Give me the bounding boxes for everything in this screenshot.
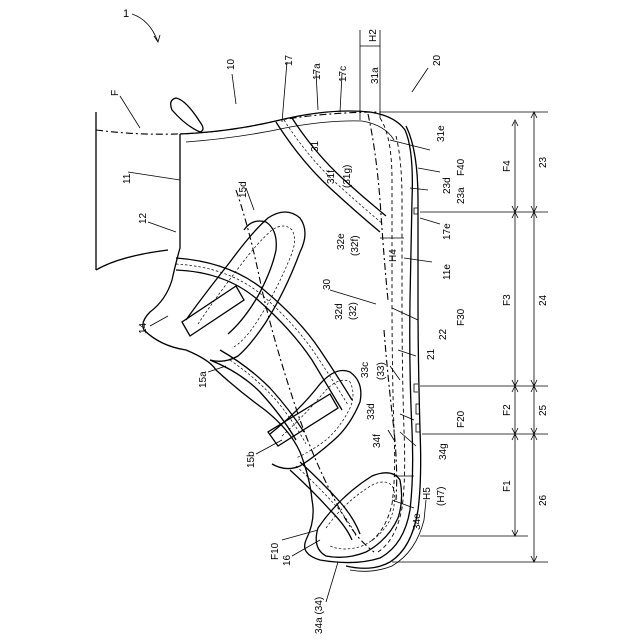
label-33d: 33d bbox=[366, 403, 377, 420]
arrow-30 bbox=[330, 290, 376, 304]
label-12: 12 bbox=[138, 212, 149, 224]
label-31a: 31a bbox=[370, 67, 381, 84]
label-31: 31 bbox=[310, 140, 321, 152]
label-30: 30 bbox=[322, 278, 333, 290]
sole-bottom bbox=[350, 500, 426, 571]
label-33c: 33c bbox=[360, 362, 371, 378]
label-F1: F1 bbox=[502, 480, 513, 492]
label-32d: 32d bbox=[334, 303, 345, 320]
label-34g: 34g bbox=[438, 443, 449, 460]
sole-midline bbox=[378, 136, 405, 552]
upper-strap-15d-inner bbox=[198, 226, 295, 348]
tread-notch-2 bbox=[414, 384, 418, 392]
figure-number-leader bbox=[132, 14, 160, 42]
label-14: 14 bbox=[138, 322, 149, 334]
label-F10: F10 bbox=[270, 542, 281, 560]
label-group: F 11 12 14 15a 15b 15d 10 17 17a 17c 31a… bbox=[110, 29, 549, 634]
dim-arrows bbox=[512, 112, 537, 562]
label-17c: 17c bbox=[338, 66, 349, 82]
label-H2: H2 bbox=[368, 29, 379, 42]
label-34e: 34e bbox=[412, 513, 423, 530]
label-H7: (H7) bbox=[436, 487, 447, 506]
label-F40: F40 bbox=[456, 158, 467, 176]
label-F2: F2 bbox=[502, 404, 513, 416]
heel-outline bbox=[143, 134, 313, 540]
leg-dashed-outline bbox=[96, 112, 380, 134]
label-F4: F4 bbox=[502, 160, 513, 172]
instep-strap-line-4 bbox=[220, 350, 304, 432]
figure-number: 1 bbox=[123, 8, 129, 20]
label-32f: (32f) bbox=[350, 235, 361, 256]
label-F20: F20 bbox=[456, 410, 467, 428]
instep-strap-line-6 bbox=[300, 462, 360, 534]
label-11: 11 bbox=[122, 173, 133, 184]
label-H5: H5 bbox=[422, 487, 433, 500]
label-15b: 15b bbox=[246, 451, 257, 468]
label-22: 22 bbox=[438, 328, 449, 340]
label-31g: (31g) bbox=[342, 165, 353, 188]
label-20: 20 bbox=[432, 54, 443, 66]
instep-stitch-2 bbox=[296, 466, 356, 536]
label-F30: F30 bbox=[456, 308, 467, 326]
label-23a: 23a bbox=[456, 187, 467, 204]
label-23: 23 bbox=[538, 156, 549, 168]
label-F3: F3 bbox=[502, 294, 513, 306]
label-24: 24 bbox=[538, 294, 549, 306]
label-25: 25 bbox=[538, 404, 549, 416]
label-16: 16 bbox=[282, 554, 293, 566]
arrow-20 bbox=[412, 68, 428, 92]
label-15a: 15a bbox=[198, 371, 209, 388]
label-15d: 15d bbox=[238, 181, 249, 198]
lower-strap-15b bbox=[270, 371, 361, 469]
lower-strap-15b-inner bbox=[282, 380, 353, 458]
label-11e: 11e bbox=[442, 264, 453, 280]
label-F: F bbox=[110, 90, 121, 96]
label-10: 10 bbox=[226, 58, 237, 70]
label-17a: 17a bbox=[312, 63, 323, 80]
label-17e: 17e bbox=[442, 223, 453, 240]
label-23d: 23d bbox=[442, 177, 453, 194]
leader-lines bbox=[120, 62, 440, 602]
upper-strap-15d bbox=[186, 212, 305, 361]
label-33: (33) bbox=[376, 362, 387, 380]
strap-15b-band bbox=[268, 394, 338, 446]
arrow-10 bbox=[232, 74, 236, 104]
label-31e: 31e bbox=[436, 125, 447, 142]
pull-tab bbox=[171, 98, 203, 132]
leg-outline-2 bbox=[96, 250, 168, 270]
label-32e: 32e bbox=[336, 233, 347, 250]
label-31f: 31f bbox=[326, 170, 337, 184]
label-34f: 34f bbox=[372, 434, 383, 448]
sole-inner-dashed bbox=[370, 118, 395, 542]
instep-strap-line-2 bbox=[176, 270, 342, 410]
label-26: 26 bbox=[538, 494, 549, 506]
label-17: 17 bbox=[284, 54, 295, 66]
label-34a: 34a (34) bbox=[314, 597, 325, 634]
label-21: 21 bbox=[426, 348, 437, 360]
heel-dashed bbox=[368, 114, 388, 300]
label-32: (32) bbox=[348, 302, 359, 320]
label-H4: H4 bbox=[388, 249, 399, 262]
